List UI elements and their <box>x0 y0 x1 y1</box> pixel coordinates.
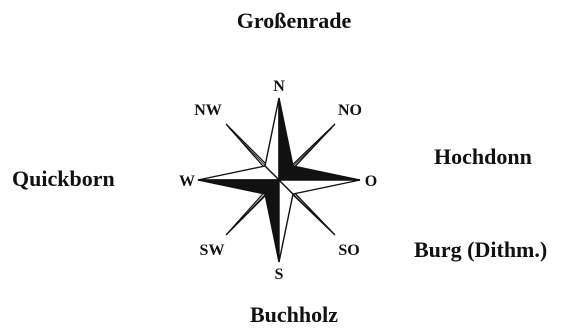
compass-label-so: SO <box>338 242 359 259</box>
compass-label-no: NO <box>338 102 362 119</box>
compass-label-s: S <box>275 266 284 283</box>
compass-cardinal-points <box>198 98 360 262</box>
compass-label-nw: NW <box>194 102 222 119</box>
compass-label-o: O <box>365 173 377 190</box>
compass-label-n: N <box>273 78 285 95</box>
compass-label-w: W <box>179 173 195 190</box>
compass-label-sw: SW <box>200 242 225 259</box>
